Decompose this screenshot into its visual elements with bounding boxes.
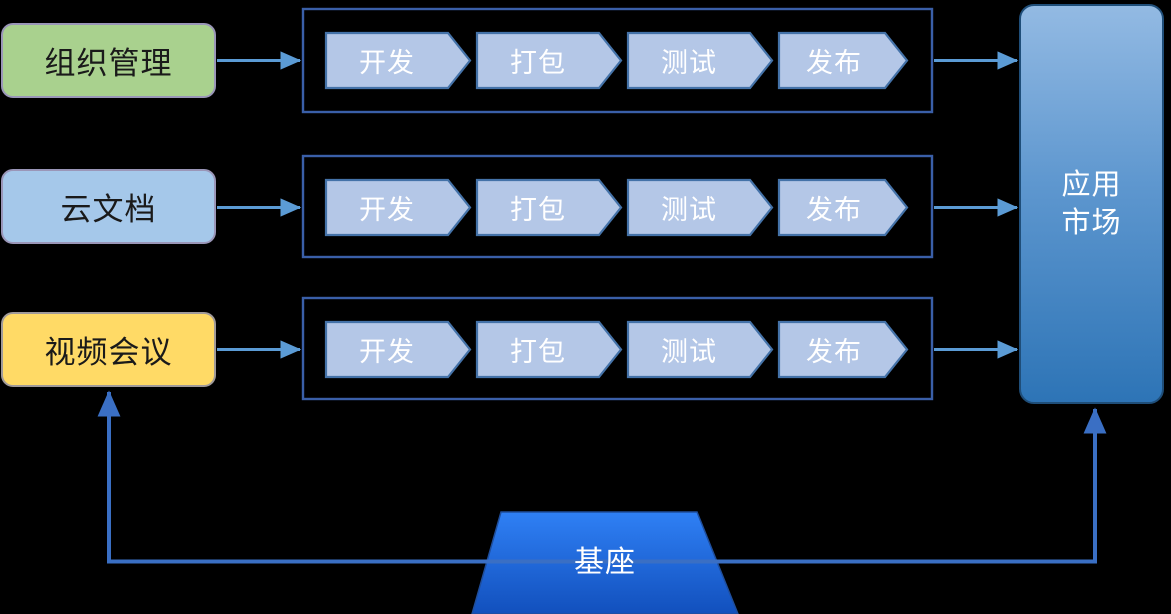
source-box-video-meeting[interactable] bbox=[1, 312, 216, 387]
stage-chevron-release-3[interactable] bbox=[777, 320, 909, 379]
stage-chevron-pack-2[interactable] bbox=[475, 178, 623, 237]
stage-chevron-release-2[interactable] bbox=[777, 178, 909, 237]
source-box-cloud-doc[interactable] bbox=[1, 169, 216, 244]
stage-chevron-dev-1[interactable] bbox=[324, 31, 472, 90]
stage-chevron-dev-3[interactable] bbox=[324, 320, 472, 379]
app-market-panel[interactable] bbox=[1019, 4, 1164, 404]
stage-chevron-test-1[interactable] bbox=[626, 31, 774, 90]
pipeline-container-cloud-doc bbox=[301, 154, 934, 259]
source-box-org-management[interactable] bbox=[1, 23, 216, 98]
stage-chevron-release-1[interactable] bbox=[777, 31, 909, 90]
stage-chevron-test-3[interactable] bbox=[626, 320, 774, 379]
stage-chevron-pack-1[interactable] bbox=[475, 31, 623, 90]
pipeline-container-video-meeting bbox=[301, 296, 934, 401]
stage-chevron-test-2[interactable] bbox=[626, 178, 774, 237]
stage-chevron-dev-2[interactable] bbox=[324, 178, 472, 237]
pipeline-container-org-management bbox=[301, 7, 934, 114]
stage-chevron-pack-3[interactable] bbox=[475, 320, 623, 379]
connector-base-to-market bbox=[109, 407, 1107, 564]
